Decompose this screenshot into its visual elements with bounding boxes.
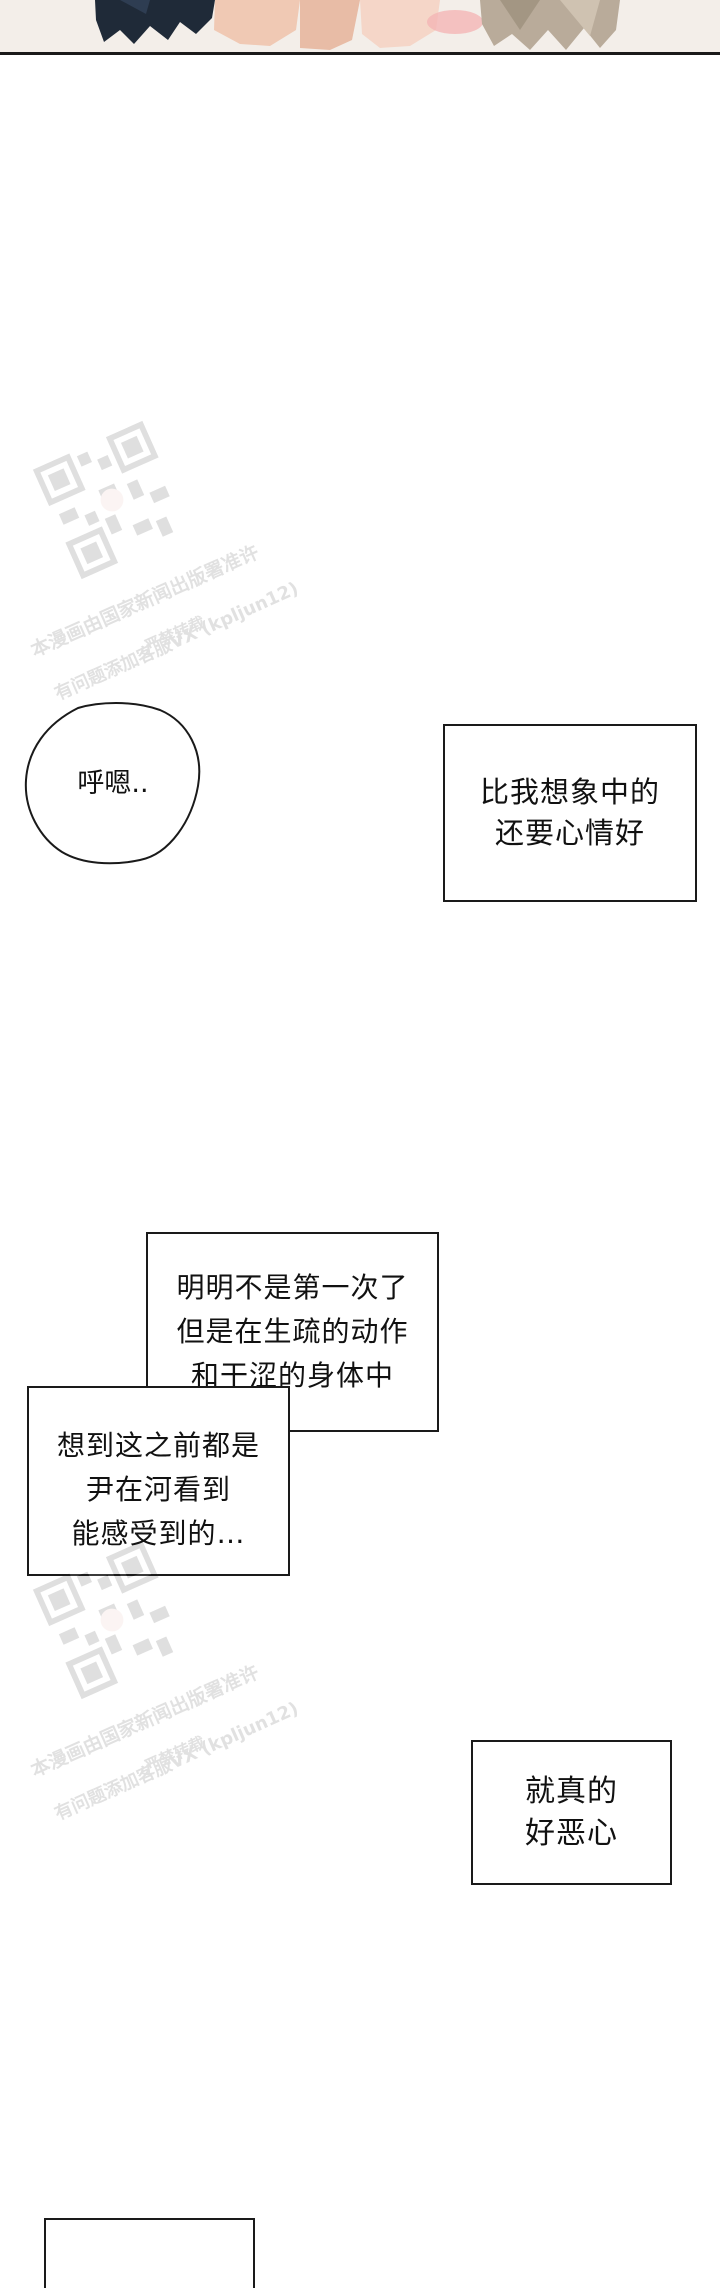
narration-text: 明明不是第一次了 但是在生疏的动作 和干涩的身体中	[176, 1266, 408, 1398]
speech-text: 呼嗯..	[77, 767, 149, 799]
watermark-line-2: 严禁转载	[141, 1732, 208, 1777]
narration-box-disgusting: 就真的 好恶心	[471, 1740, 672, 1885]
narration-line: 尹在河看到	[85, 1473, 231, 1506]
narration-line: 明明不是第一次了	[176, 1271, 409, 1304]
narration-text: 比我想象中的 还要心情好	[480, 772, 660, 854]
narration-line: 好恶心	[525, 1815, 618, 1851]
speech-bubble-hum: 呼嗯..	[20, 700, 206, 870]
watermark-line-3: 有问题添加客服VX (kpljun12)	[51, 578, 302, 705]
character-art-illustration	[0, 0, 720, 52]
watermark-line-3: 有问题添加客服VX (kpljun12)	[51, 1698, 302, 1825]
narration-line: 能感受到的…	[71, 1517, 246, 1550]
narration-line: 还要心情好	[494, 816, 645, 850]
watermark-2: 本漫画由国家新闻出版署准许 严禁转载 有问题添加客服VX (kpljun12)	[20, 1540, 320, 1825]
narration-line: 比我想象中的	[479, 775, 660, 809]
watermark-line-1: 本漫画由国家新闻出版署准许	[27, 1661, 263, 1782]
qr-code-icon	[32, 420, 192, 580]
narration-line: 就真的	[525, 1773, 618, 1809]
narration-line: 但是在生疏的动作	[176, 1315, 409, 1348]
narration-text: 想到这之前都是 尹在河看到 能感受到的…	[57, 1424, 260, 1556]
narration-box-thought: 想到这之前都是 尹在河看到 能感受到的…	[27, 1386, 290, 1576]
top-art-panel	[0, 0, 720, 55]
narration-box-better: 比我想象中的 还要心情好	[443, 724, 697, 902]
watermark-line-2: 严禁转载	[141, 612, 208, 657]
watermark-line-1: 本漫画由国家新闻出版署准许	[27, 541, 263, 662]
narration-text: 就真的 好恶心	[525, 1771, 618, 1855]
narration-line: 想到这之前都是	[56, 1429, 260, 1462]
watermark-1: 本漫画由国家新闻出版署准许 严禁转载 有问题添加客服VX (kpljun12)	[20, 420, 320, 705]
empty-narration-box	[44, 2218, 255, 2288]
speech-bubble-outline	[24, 702, 201, 865]
